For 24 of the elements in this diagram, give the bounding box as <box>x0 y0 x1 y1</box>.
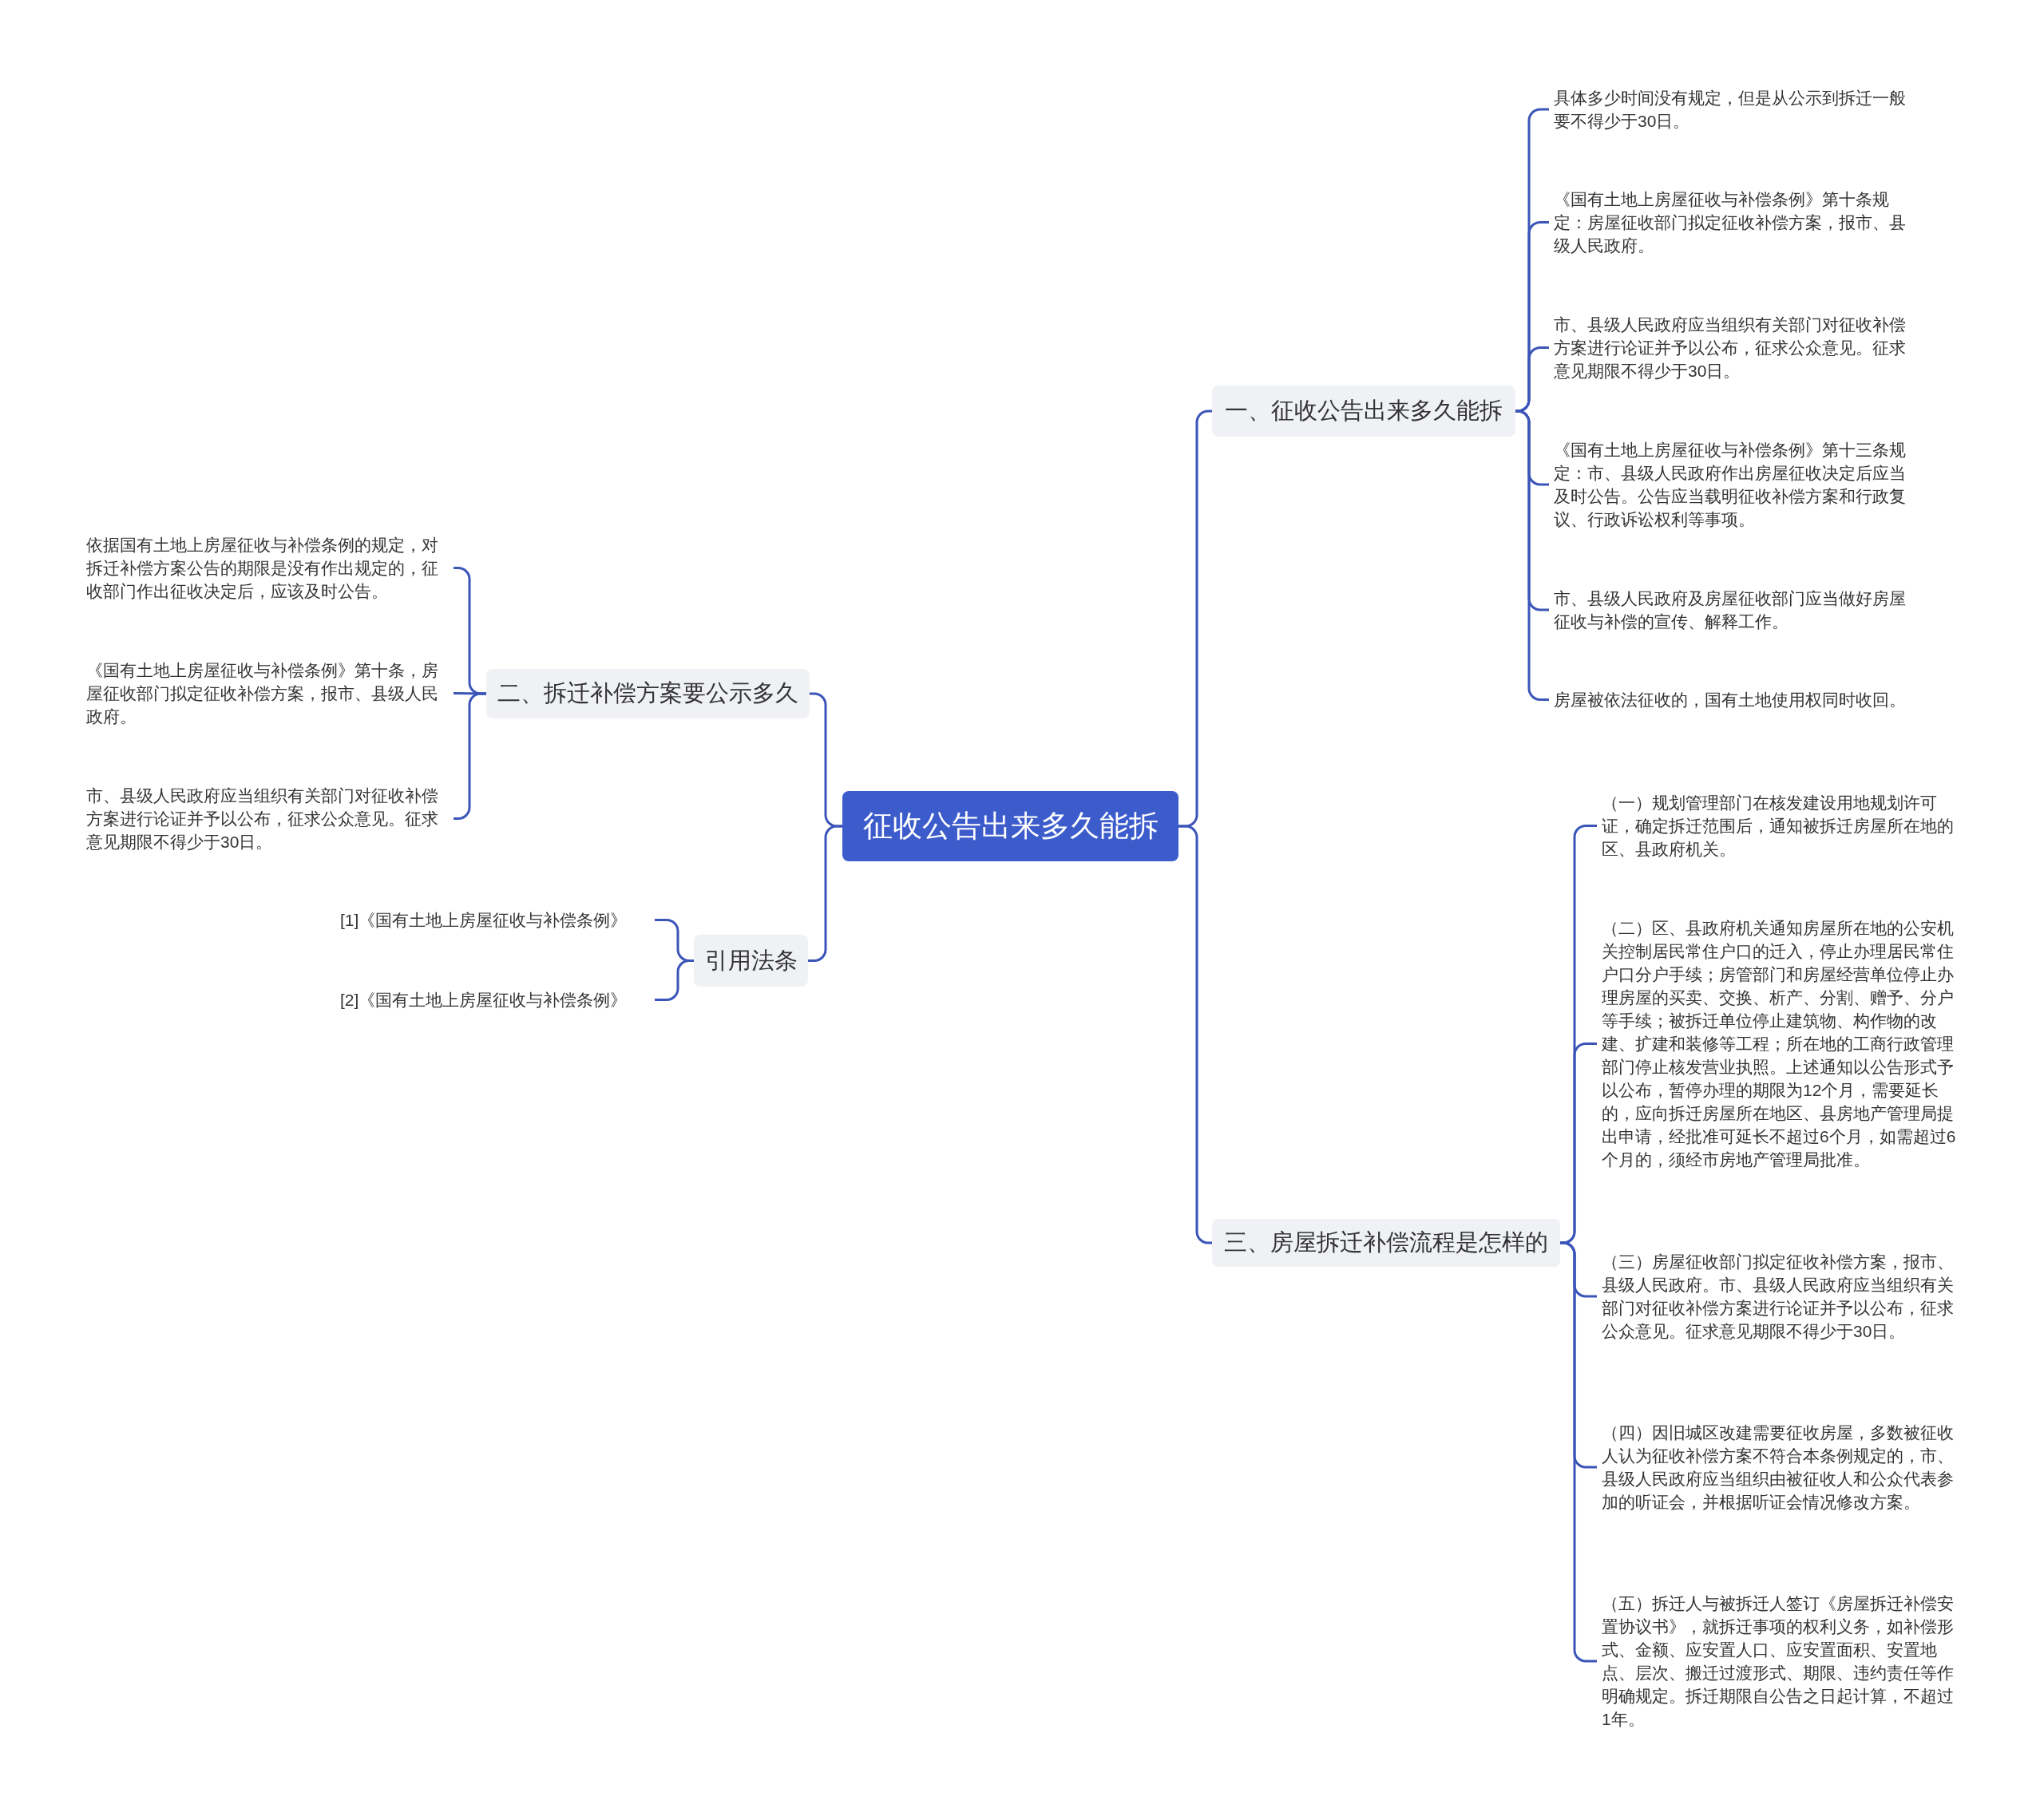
subtopic-text: 市、县级人民政府及房屋征收部门应当做好房屋征收与补偿的宣传、解释工作。 <box>1549 587 1924 633</box>
topic-box: 引用法条 <box>694 935 808 987</box>
connector-line <box>1515 346 1549 413</box>
subtopic-text: 房屋被依法征收的，国有土地使用权同时收回。 <box>1549 688 1924 711</box>
subtopic-text: 《国有土地上房屋征收与补偿条例》第十条，房屋征收部门拟定征收补偿方案，报市、县级人民政府。 <box>81 659 454 728</box>
subtopic-text: （四）因旧城区改建需要征收房屋，多数被征收人认为征收补偿方案不符合本条例规定的，市、县级人民政府应当组织由被征收人和公众代表参加的听证会，并根据听证会情况修改方案。 <box>1597 1421 1966 1513</box>
subtopic-text: [1]《国有土地上房屋征收与补偿条例》 <box>335 908 655 932</box>
subtopic-text: 市、县级人民政府应当组织有关部门对征收补偿方案进行论证并予以公布，征求公众意见。征求意见期限不得少于30日。 <box>81 784 454 853</box>
subtopic-text: （五）拆迁人与被拆迁人签订《房屋拆迁补偿安置协议书》，就拆迁事项的权利义务，如补偿形式、金额、应安置人口、应安置面积、安置地点、层次、搬迁过渡形式、期限、违约责任等作明确规定。拆迁期限自公告之日起计算，不超过1年。 <box>1597 1592 1966 1731</box>
subtopic-text: [2]《国有土地上房屋征收与补偿条例》 <box>335 988 655 1011</box>
central-topic: 征收公告出来多久能拆 <box>842 791 1178 861</box>
topic-box: 二、拆迁补偿方案要公示多久 <box>486 669 810 718</box>
topic-box: 一、征收公告出来多久能拆 <box>1212 386 1515 437</box>
subtopic-text: 依据国有土地上房屋征收与补偿条例的规定，对拆迁补偿方案公告的期限是没有作出规定的，征收部门作出征收决定后，应该及时公告。 <box>81 533 454 603</box>
subtopic-text: （三）房屋征收部门拟定征收补偿方案，报市、县级人民政府。市、县级人民政府应当组织有关部门对征收补偿方案进行论证并予以公布，征求公众意见。征求意见期限不得少于30日。 <box>1597 1250 1966 1343</box>
subtopic-text: 市、县级人民政府应当组织有关部门对征收补偿方案进行论证并予以公布，征求公众意见。征求意见期限不得少于30日。 <box>1549 313 1924 382</box>
subtopic-text: （一）规划管理部门在核发建设用地规划许可证，确定拆迁范围后，通知被拆迁房屋所在地的区、县政府机关。 <box>1597 791 1966 861</box>
subtopic-text: （二）区、县政府机关通知房屋所在地的公安机关控制居民常住户口的迁入，停止办理居民常住户口分户手续；房管部门和房屋经营单位停止办理房屋的买卖、交换、析产、分割、赠予、分户等手续；被拆迁单位停止建筑物、构作物的改建、扩建和装修等工程；所在地的工商行政管理部门停止核发营业执照。上述通知以公告形式予以公布，暂停办理的期限为12个月，需要延长的，应向拆迁房屋所在地区、县房地产管理局提出申请，经批准可延长不超过6个月，如需超过6个月的，须经市房地产管理局批准。 <box>1597 916 1966 1171</box>
topic-box: 三、房屋拆迁补偿流程是怎样的 <box>1212 1219 1560 1267</box>
subtopic-text: 《国有土地上房屋征收与补偿条例》第十条规定：房屋征收部门拟定征收补偿方案，报市、县级人民政府。 <box>1549 188 1924 257</box>
subtopic-text: 《国有土地上房屋征收与补偿条例》第十三条规定：市、县级人民政府作出房屋征收决定后应当及时公告。公告应当载明征收补偿方案和行政复议、行政诉讼权利等事项。 <box>1549 438 1924 531</box>
connector-line <box>1515 409 1549 701</box>
subtopic-text: 具体多少时间没有规定，但是从公示到拆迁一般要不得少于30日。 <box>1549 86 1924 133</box>
connector-line <box>453 692 487 695</box>
